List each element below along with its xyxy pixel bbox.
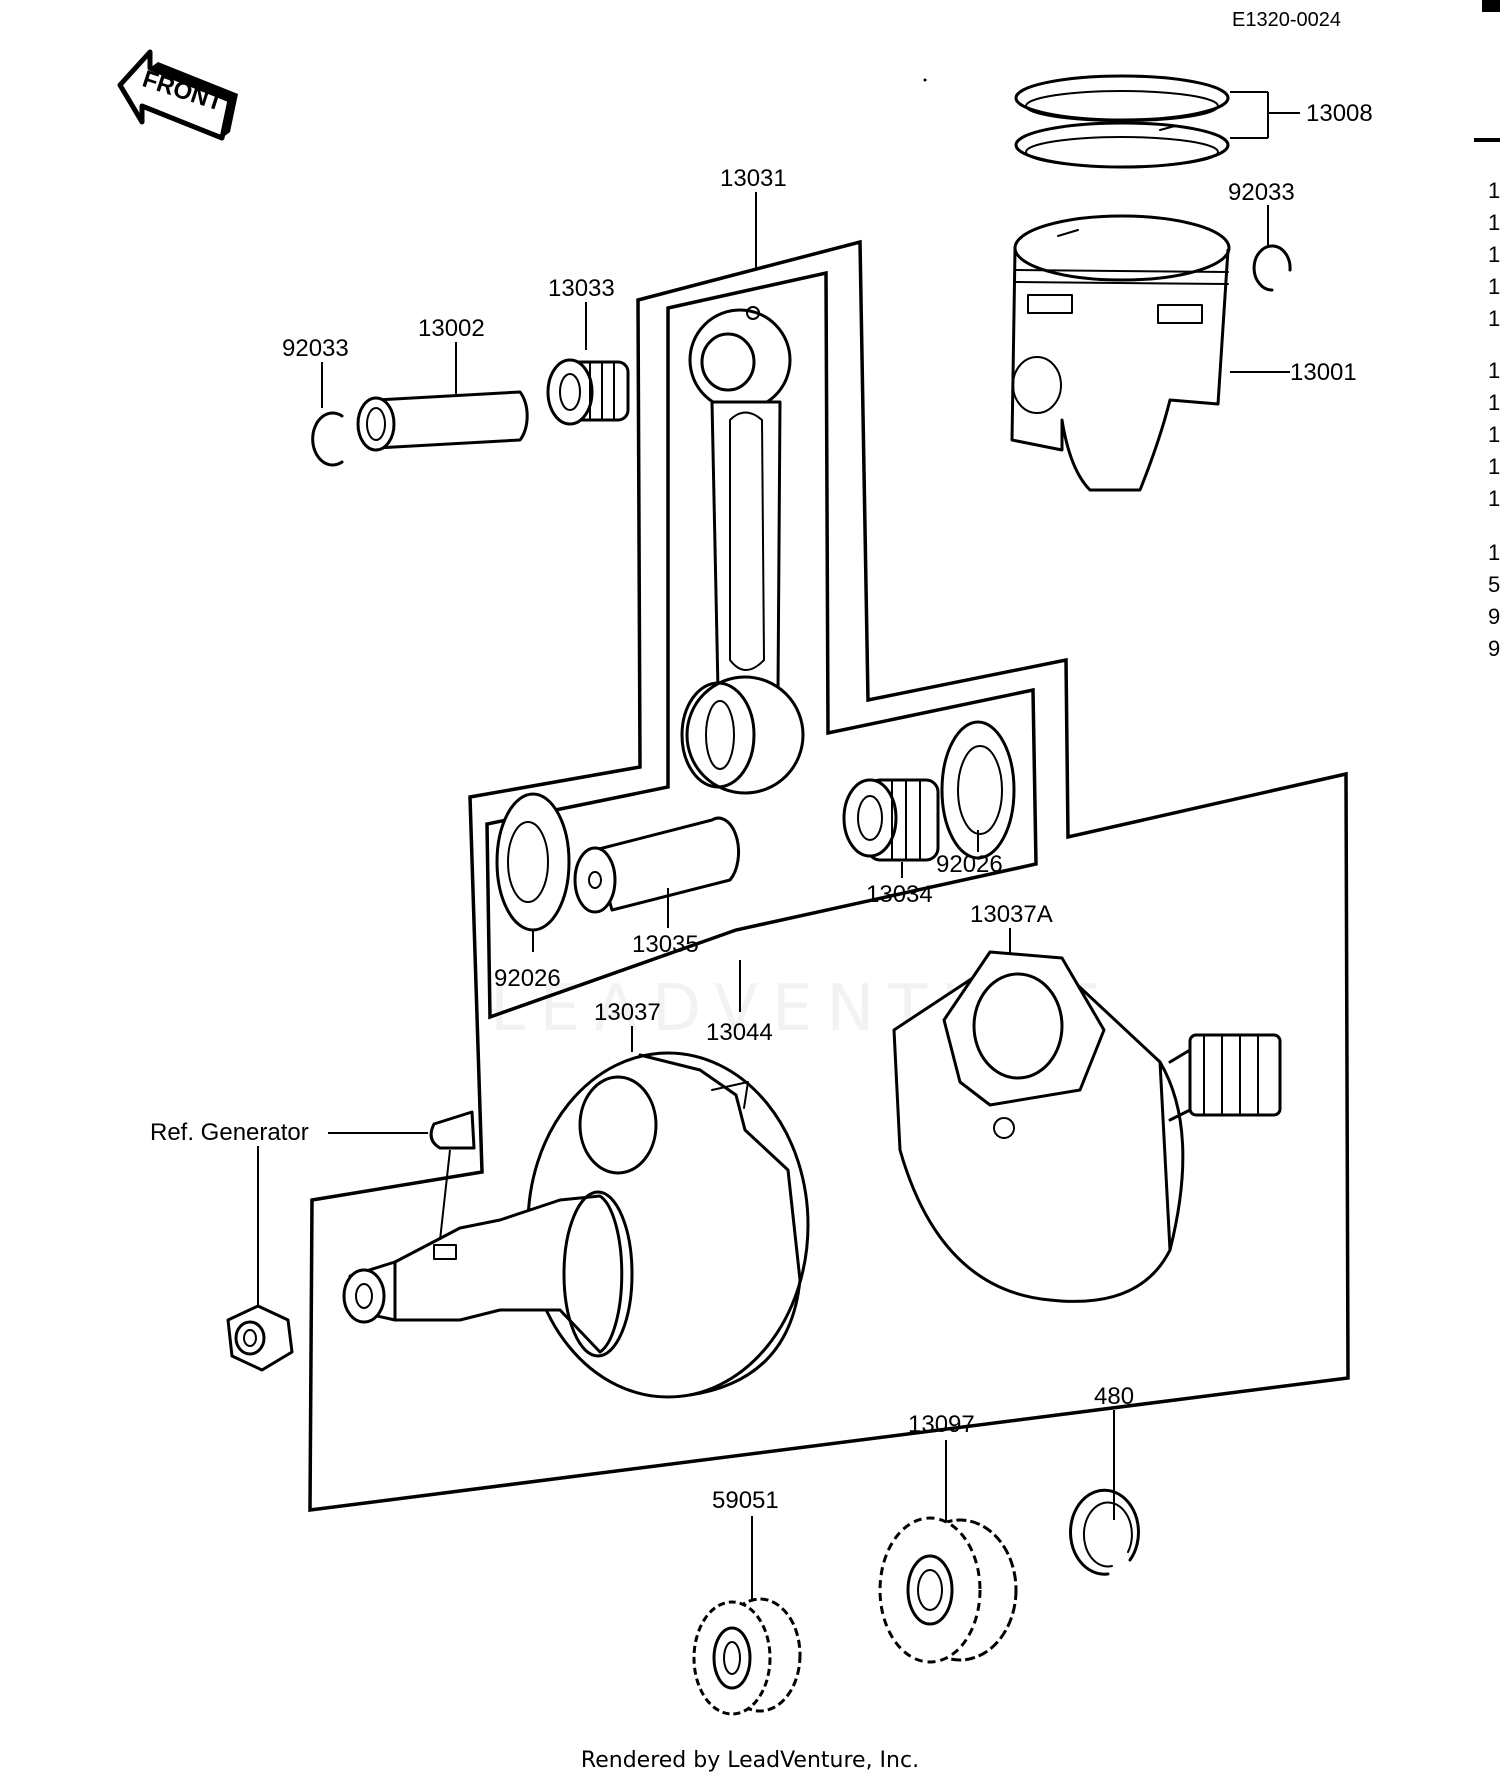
cut-off-column: 1 1 1 1 1 1 1 1 1 1 1 5 9 9	[1488, 178, 1500, 661]
cut-off-text: 1	[1488, 274, 1500, 299]
piston-rings	[1014, 74, 1230, 169]
cut-off-text: 1	[1488, 358, 1500, 383]
label-13001: 13001	[1290, 359, 1357, 386]
speck	[923, 78, 927, 82]
label-13002: 13002	[418, 315, 485, 342]
cut-off-text: 9	[1488, 636, 1500, 661]
edge-mark-top	[1482, 0, 1500, 12]
cut-off-text: 1	[1488, 390, 1500, 415]
crankshaft-assy-boundary	[308, 239, 1350, 1512]
cut-off-text: 1	[1488, 210, 1500, 235]
label-13097: 13097	[908, 1411, 975, 1438]
label-13037: 13037	[594, 999, 661, 1026]
washer-left	[495, 792, 571, 932]
label-480: 480	[1094, 1383, 1134, 1410]
piston-pin	[356, 390, 529, 452]
label-13044: 13044	[706, 1019, 773, 1046]
piston	[1010, 214, 1231, 492]
flywheel-nut	[226, 1304, 294, 1372]
woodruff-key	[429, 1110, 476, 1150]
washer-right	[940, 720, 1016, 860]
crank-pin	[573, 816, 741, 914]
footer-credit: Rendered by LeadVenture, Inc.	[580, 1748, 920, 1773]
circlip-left	[311, 411, 344, 467]
cut-off-text: 1	[1488, 422, 1500, 447]
label-92033-right: 92033	[1228, 179, 1295, 206]
circlip-right	[1252, 244, 1292, 292]
flywheel-left	[342, 1051, 810, 1399]
cut-off-text: 1	[1488, 242, 1500, 267]
label-13033: 13033	[548, 275, 615, 302]
label-59051: 59051	[712, 1487, 779, 1514]
cut-off-text: 1	[1488, 178, 1500, 203]
label-92026-right: 92026	[936, 851, 1003, 878]
needle-bearing-big	[842, 778, 940, 862]
conrod-group-boundary	[485, 270, 1038, 1020]
gear-59051	[692, 1597, 802, 1716]
cut-off-text: 1	[1488, 454, 1500, 479]
label-13008: 13008	[1306, 100, 1373, 127]
front-arrow: FRONT	[117, 49, 238, 141]
label-ref-generator: Ref. Generator	[150, 1119, 309, 1146]
label-13034: 13034	[866, 881, 933, 908]
label-92033-left: 92033	[282, 335, 349, 362]
flywheel-right	[892, 950, 1282, 1303]
gear-13097	[878, 1516, 1018, 1664]
cut-off-text: 1	[1488, 486, 1500, 511]
cut-off-text: 1	[1488, 540, 1500, 565]
label-92026-left: 92026	[494, 965, 561, 992]
cut-off-text: 9	[1488, 604, 1500, 629]
label-13037a: 13037A	[970, 901, 1053, 928]
edge-mark-rule	[1474, 138, 1500, 142]
leader-key	[439, 1149, 451, 1241]
circlip-480	[1069, 1488, 1140, 1576]
connecting-rod	[680, 306, 805, 795]
cut-off-text: 1	[1488, 306, 1500, 331]
cut-off-text: 5	[1488, 572, 1500, 597]
needle-bearing-small	[546, 358, 630, 426]
label-13031: 13031	[720, 165, 787, 192]
diagram-code: E1320-0024	[1232, 9, 1341, 31]
label-13035: 13035	[632, 931, 699, 958]
